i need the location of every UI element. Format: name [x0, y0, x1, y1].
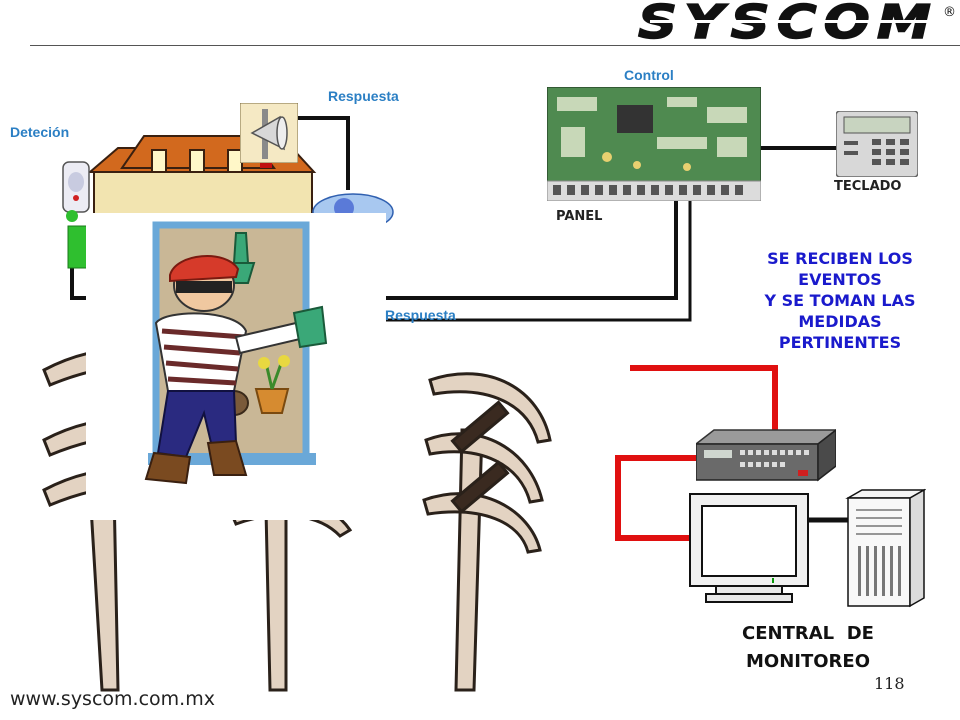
- events-message: SE RECIBEN LOS EVENTOS Y SE TOMAN LAS ME…: [740, 248, 940, 353]
- keypad-icon: [836, 111, 918, 177]
- burglar-illustration: [144, 221, 328, 485]
- label-control: Control: [624, 67, 674, 83]
- events-message-line-2: EVENTOS: [798, 270, 882, 289]
- events-message-line-3: Y SE TOMAN LAS: [764, 291, 916, 310]
- pole-middle: [228, 498, 353, 692]
- central-title-line-2: MONITOREO: [745, 651, 870, 672]
- events-message-line-4: MEDIDAS: [798, 312, 882, 331]
- receiver-rack-icon: [696, 429, 836, 482]
- label-keypad: TECLADO: [834, 179, 902, 194]
- page-number: 118: [874, 674, 905, 693]
- header-rule: [30, 45, 960, 46]
- central-monitoring-title: CENTRAL DE MONITOREO: [708, 620, 908, 676]
- monitor-icon: [689, 493, 809, 603]
- motion-detector-icon: [62, 161, 91, 269]
- alarm-panel-board: [547, 87, 761, 201]
- label-response-top: Respuesta: [328, 88, 399, 104]
- events-message-line-1: SE RECIBEN LOS: [767, 249, 913, 268]
- syscom-logo-text: SYSCOM: [638, 0, 938, 44]
- pole-right: [422, 372, 552, 692]
- events-message-line-5: PERTINENTES: [778, 333, 902, 352]
- label-response-bottom: Respuesta: [385, 307, 456, 323]
- footer-url: www.syscom.com.mx: [10, 688, 215, 710]
- syscom-logo: SYSCOM ®: [637, 0, 956, 44]
- pc-tower-icon: [845, 488, 926, 608]
- registered-mark: ®: [943, 5, 956, 20]
- central-title-line-1: CENTRAL DE: [742, 623, 874, 644]
- label-detection: Deteción: [10, 124, 70, 140]
- label-panel: PANEL: [556, 209, 603, 224]
- siren-speaker-icon: [240, 103, 298, 163]
- burglar-illustration-card: [86, 213, 386, 520]
